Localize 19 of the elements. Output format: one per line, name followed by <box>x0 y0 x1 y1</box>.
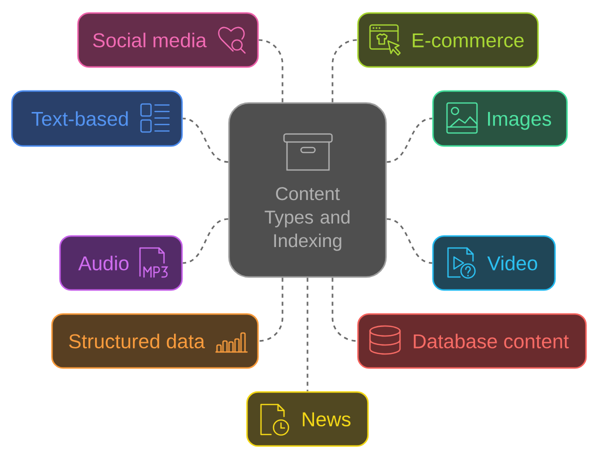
connector <box>386 118 432 163</box>
category-box: Database content <box>357 313 587 369</box>
connector <box>182 118 228 163</box>
category-box: Structured data <box>51 313 259 369</box>
category-box: Images <box>432 90 568 147</box>
connector <box>182 218 228 264</box>
category-box: Audio <box>59 235 183 291</box>
connector <box>258 278 284 342</box>
category-box: Video <box>432 235 556 291</box>
connector <box>306 278 308 392</box>
connector <box>258 39 284 102</box>
connector <box>332 278 358 342</box>
category-box: News <box>246 391 369 447</box>
connector <box>332 39 358 102</box>
category-box: E-commerce <box>357 12 539 68</box>
hub-box: Content Types and Indexing <box>228 102 387 278</box>
category-box: Text-based <box>11 90 183 147</box>
category-box: Social media <box>77 12 259 68</box>
connector <box>386 218 432 264</box>
